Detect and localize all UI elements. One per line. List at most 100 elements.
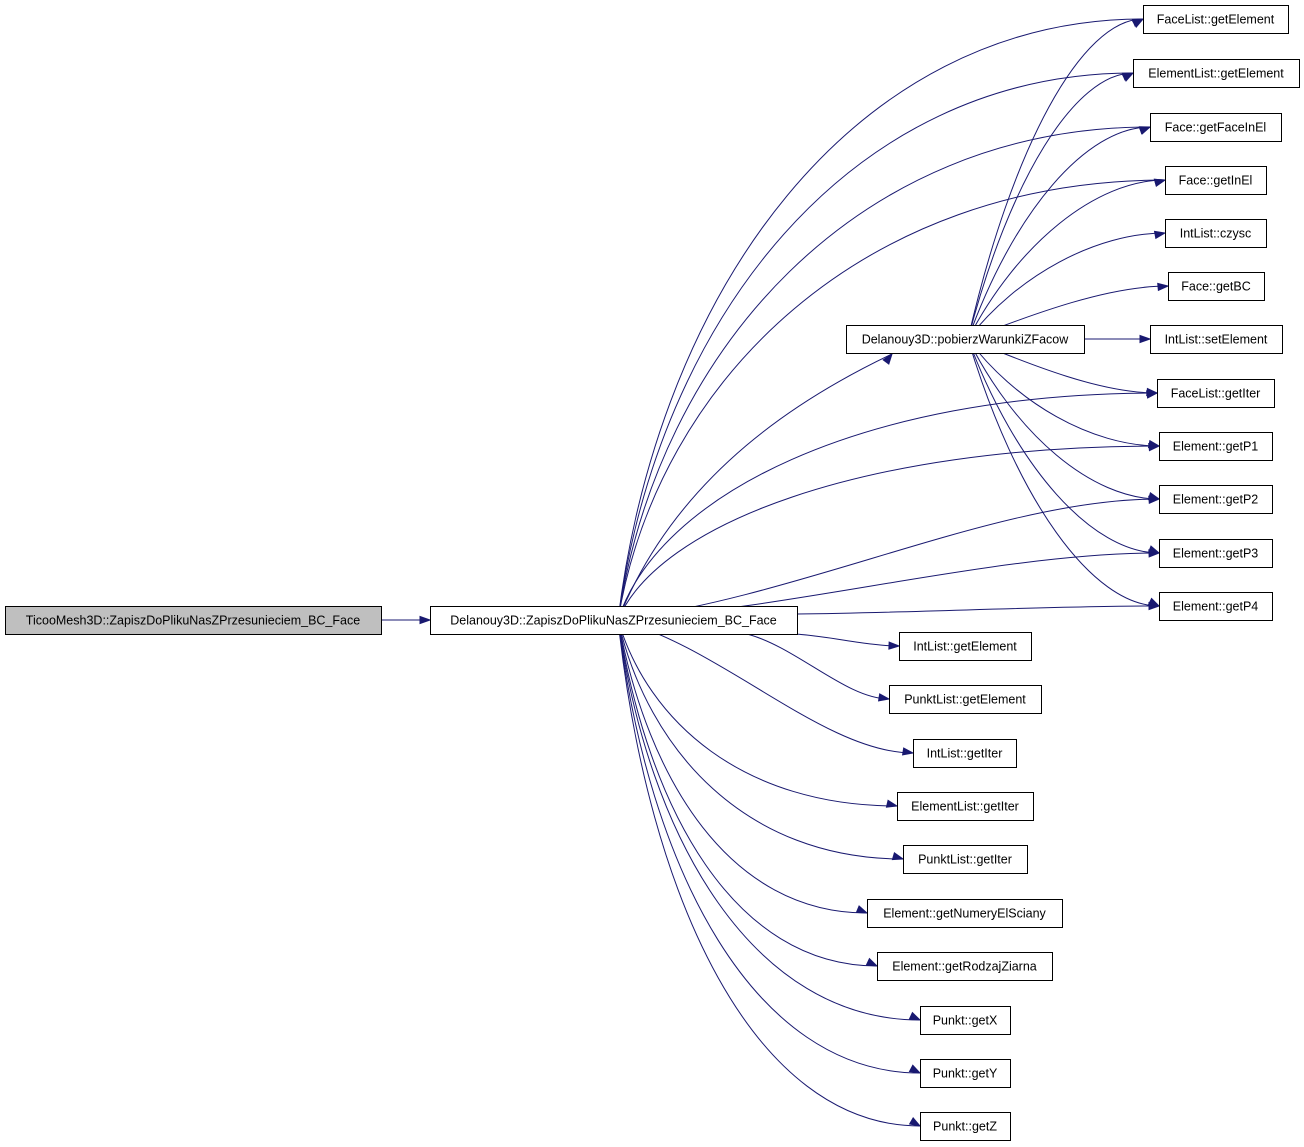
edge-main-to-face-get-in-el	[617, 178, 1167, 621]
edge-main-to-punkt-get-y	[617, 619, 922, 1074]
edge-line	[967, 338, 1160, 500]
node-label: Punkt::getZ	[933, 1120, 997, 1134]
node-element-get-rodzaj-ziarna[interactable]: Element::getRodzajZiarna	[877, 952, 1053, 981]
node-label: Element::getP2	[1173, 493, 1259, 507]
arrowhead	[1147, 545, 1161, 554]
edge-line	[967, 338, 1160, 554]
arrowhead	[1138, 126, 1152, 135]
node-punkt-get-z[interactable]: Punkt::getZ	[920, 1112, 1011, 1141]
node-int-list-get-iter[interactable]: IntList::getIter	[913, 739, 1017, 768]
edge-line	[967, 338, 1160, 447]
node-face-get-bc[interactable]: Face::getBC	[1168, 272, 1265, 301]
node-face-list-get-element[interactable]: FaceList::getElement	[1143, 5, 1289, 34]
node-label: FaceList::getElement	[1157, 13, 1275, 27]
edge-main-to-pob	[617, 352, 893, 621]
edge-pob-to-element-get-p1	[967, 338, 1161, 449]
arrowhead	[419, 615, 432, 625]
node-face-list-get-iter[interactable]: FaceList::getIter	[1157, 379, 1275, 408]
node-punkt-list-get-element[interactable]: PunktList::getElement	[889, 685, 1042, 714]
node-box	[897, 792, 1034, 821]
node-int-list-set-element[interactable]: IntList::setElement	[1150, 325, 1283, 354]
node-punkt-get-y[interactable]: Punkt::getY	[920, 1059, 1011, 1088]
node-label: Delanouy3D::pobierzWarunkiZFacow	[862, 333, 1070, 347]
node-face-get-in-el[interactable]: Face::getInEl	[1165, 166, 1267, 195]
edge-pob-to-element-get-p4	[967, 338, 1161, 607]
arrowhead	[1146, 387, 1159, 397]
edge-main-to-punkt-list-get-iter	[617, 619, 905, 861]
node-label: Punkt::getY	[933, 1067, 998, 1081]
edge-line	[967, 232, 1166, 340]
edge-pob-to-element-list-get-element	[967, 72, 1135, 340]
edge-main-to-element-get-p1	[617, 442, 1161, 621]
edge-main-to-int-list-get-element	[794, 633, 901, 650]
edge-main-to-punkt-get-z	[617, 619, 922, 1127]
node-box	[1159, 485, 1273, 514]
arrowhead	[891, 852, 905, 861]
edge-main-to-punkt-list-get-element	[746, 633, 891, 702]
node-root[interactable]: TicooMesh3D::ZapiszDoPlikuNasZPrzesuniec…	[5, 606, 382, 635]
arrowhead	[1131, 18, 1145, 29]
arrowhead	[1147, 492, 1161, 501]
arrowhead	[1153, 230, 1167, 240]
node-box	[5, 606, 382, 635]
node-label: Element::getP4	[1173, 600, 1259, 614]
node-label: Face::getFaceInEl	[1165, 121, 1266, 135]
node-punkt-get-x[interactable]: Punkt::getX	[920, 1006, 1011, 1035]
node-box	[920, 1059, 1011, 1088]
edge-main-to-element-get-p2	[617, 495, 1161, 621]
edge-pob-to-int-list-set-element	[1084, 334, 1152, 344]
node-int-list-czysc[interactable]: IntList::czysc	[1165, 219, 1267, 248]
node-element-list-get-element[interactable]: ElementList::getElement	[1133, 59, 1300, 88]
arrowhead	[1139, 334, 1152, 344]
node-box	[1143, 5, 1289, 34]
edge-line	[617, 619, 921, 1021]
node-label: IntList::czysc	[1180, 227, 1252, 241]
node-element-get-p4[interactable]: Element::getP4	[1159, 592, 1273, 621]
arrowhead	[908, 1117, 922, 1127]
edge-root-to-main	[381, 615, 432, 625]
edge-line	[967, 18, 1144, 340]
edge-line	[617, 18, 1144, 621]
node-box	[877, 952, 1053, 981]
node-face-get-face-in-el[interactable]: Face::getFaceInEl	[1150, 113, 1282, 142]
node-element-get-p3[interactable]: Element::getP3	[1159, 539, 1273, 568]
edge-pob-to-int-list-czysc	[967, 230, 1167, 340]
node-int-list-get-element[interactable]: IntList::getElement	[899, 632, 1032, 661]
edge-main-to-face-list-get-iter	[617, 390, 1159, 621]
edge-line	[617, 445, 1160, 621]
arrowhead	[908, 1011, 922, 1021]
edge-pob-to-element-get-p3	[967, 338, 1161, 554]
edge-main-to-punkt-get-x	[617, 619, 922, 1021]
node-punkt-list-get-iter[interactable]: PunktList::getIter	[903, 845, 1028, 874]
node-label: Element::getP3	[1173, 547, 1259, 561]
arrowhead	[1147, 439, 1161, 449]
edge-line	[617, 619, 878, 967]
node-pob[interactable]: Delanouy3D::pobierzWarunkiZFacow	[846, 325, 1085, 354]
node-label: ElementList::getIter	[911, 800, 1019, 814]
node-box	[1168, 272, 1265, 301]
edge-line	[617, 126, 1151, 621]
node-label: Punkt::getX	[933, 1014, 998, 1028]
node-element-get-numery-el-sciany[interactable]: Element::getNumeryElSciany	[867, 899, 1063, 928]
arrowhead	[882, 352, 893, 365]
edge-pob-to-face-list-get-element	[967, 18, 1145, 340]
arrowhead	[1153, 178, 1167, 187]
node-box	[920, 1006, 1011, 1035]
node-element-get-p1[interactable]: Element::getP1	[1159, 432, 1273, 461]
edge-line	[617, 392, 1158, 621]
node-element-list-get-iter[interactable]: ElementList::getIter	[897, 792, 1034, 821]
edge-line	[617, 619, 921, 1127]
node-main[interactable]: Delanouy3D::ZapiszDoPlikuNasZPrzesunieci…	[430, 606, 798, 635]
node-box	[903, 845, 1028, 874]
node-box	[1157, 379, 1275, 408]
edge-line	[796, 605, 1160, 615]
edge-pob-to-face-get-in-el	[967, 178, 1167, 340]
node-label: Element::getRodzajZiarna	[892, 960, 1037, 974]
node-label: PunktList::getIter	[918, 853, 1012, 867]
node-box	[1150, 325, 1283, 354]
node-element-get-p2[interactable]: Element::getP2	[1159, 485, 1273, 514]
edge-line	[967, 72, 1134, 340]
node-label: FaceList::getIter	[1171, 387, 1261, 401]
node-box	[889, 685, 1042, 714]
